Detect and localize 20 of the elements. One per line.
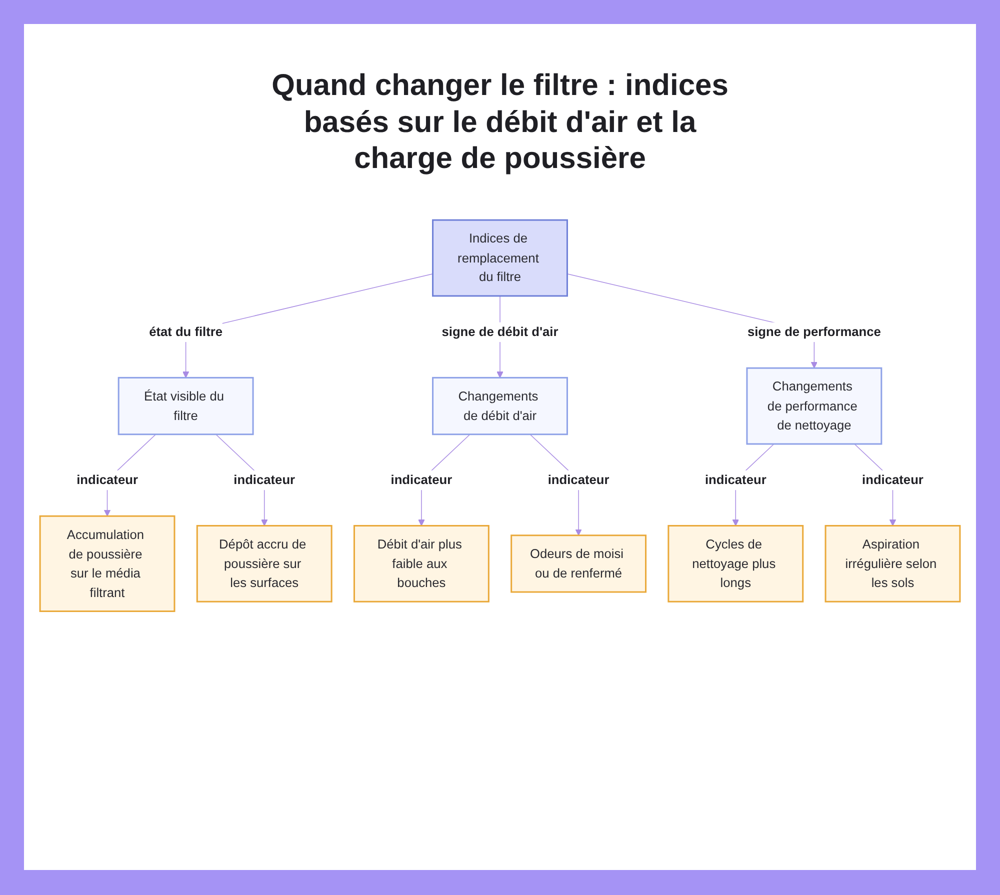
edge-label: indicateur bbox=[76, 472, 138, 488]
node-box: Changements de débit d'air bbox=[432, 376, 568, 436]
edge-label: indicateur bbox=[234, 472, 296, 488]
node-box: Odeurs de moisi ou de renfermé bbox=[510, 534, 647, 593]
edge-label: indicateur bbox=[548, 472, 610, 488]
edge-label: signe de débit d'air bbox=[442, 324, 558, 339]
edge-label: état du filtre bbox=[149, 324, 223, 339]
node-box: Dépôt accru de poussière sur les surfaces bbox=[196, 524, 332, 602]
node-box: Aspiration irrégulière selon les sols bbox=[824, 524, 961, 602]
node-box: Débit d'air plus faible aux bouches bbox=[353, 524, 490, 602]
edge-label: indicateur bbox=[390, 472, 452, 488]
node-box: Changements de performance de nettoyage bbox=[746, 367, 882, 445]
edge-label: indicateur bbox=[704, 472, 766, 488]
node-box: État visible du filtre bbox=[118, 376, 254, 436]
node-box: Cycles de nettoyage plus longs bbox=[668, 524, 804, 602]
diagram-title: Quand changer le filtre : indices basés sur le débit d'air et la charge de poussière bbox=[270, 68, 730, 178]
edge-label: indicateur bbox=[862, 472, 924, 488]
node-box: Indices de remplacement du filtre bbox=[432, 219, 568, 297]
node-box: Accumulation de poussière sur le média filtrant bbox=[39, 515, 176, 612]
edge-label: signe de performance bbox=[747, 324, 881, 339]
